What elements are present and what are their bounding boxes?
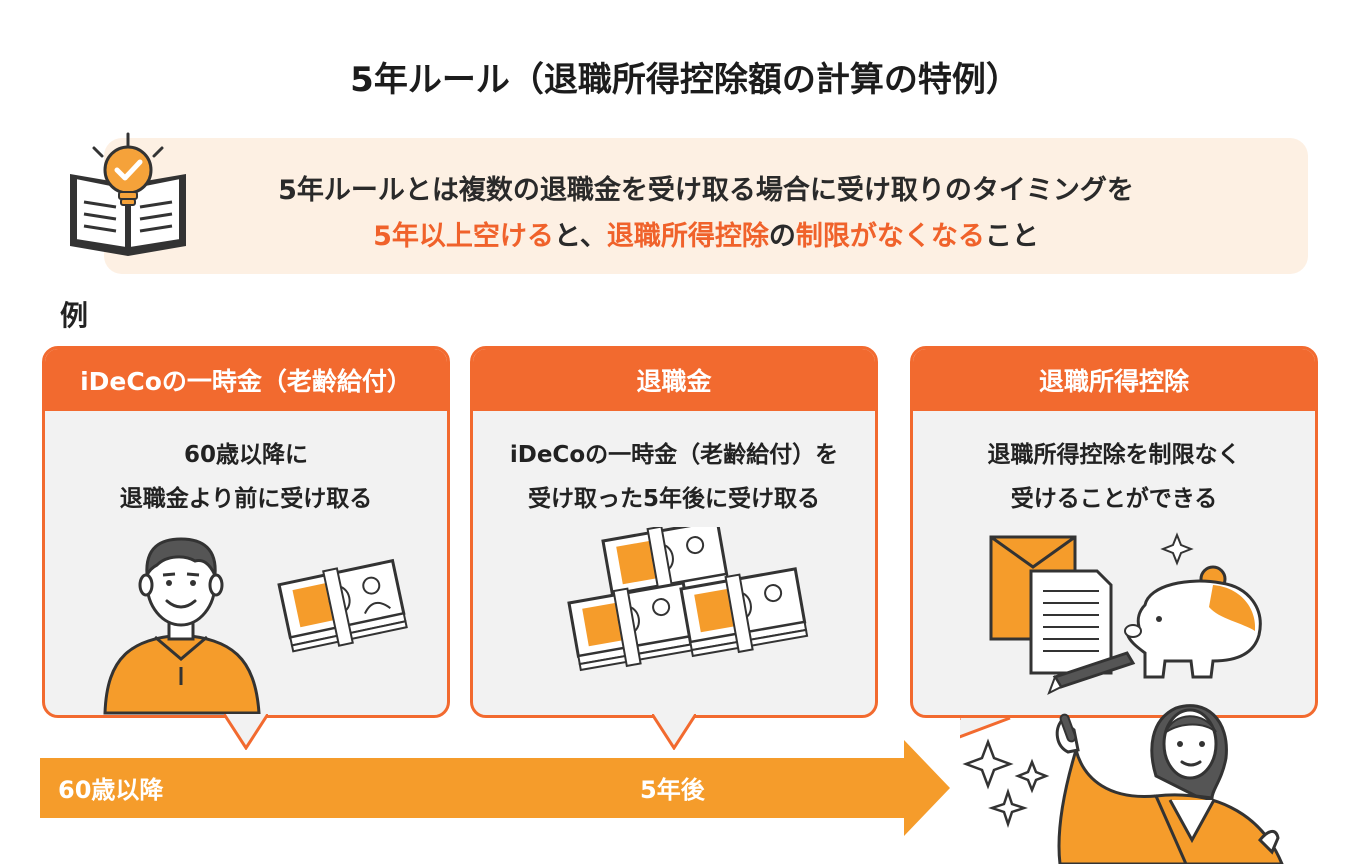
card-tail xyxy=(224,714,268,750)
card-heading: 退職金 xyxy=(473,349,875,411)
book-lightbulb-icon xyxy=(70,132,186,256)
money-stacks-illustration xyxy=(567,527,809,672)
intro-text-no: の xyxy=(768,221,796,252)
card-text-line2: 退職金より前に受け取る xyxy=(119,486,373,512)
example-label: 例 xyxy=(60,299,89,332)
card-text-line1: 60歳以降に xyxy=(183,442,308,468)
card-text-line1: iDeCoの一時金（老齢給付）を xyxy=(509,442,839,468)
card-heading: iDeCoの一時金（老齢給付） xyxy=(45,349,447,411)
card-tail xyxy=(652,714,696,750)
timeline-arrowhead xyxy=(904,740,950,836)
card-description: iDeCoの一時金（老齢給付）を 受け取った5年後に受け取る xyxy=(473,433,875,521)
card-text-line1: 退職所得控除を制限なく xyxy=(987,442,1241,468)
intro-text-koto: こと xyxy=(984,221,1039,252)
card-retirement-allowance: 退職金 iDeCoの一時金（老齢給付）を 受け取った5年後に受け取る xyxy=(470,346,878,718)
timeline-label-start: 60歳以降 xyxy=(58,776,164,804)
card-description: 退職所得控除を制限なく 受けることができる xyxy=(913,433,1315,521)
intro-highlight-deduction: 退職所得控除 xyxy=(606,221,769,252)
card-heading: 退職所得控除 xyxy=(913,349,1315,411)
timeline-bar xyxy=(40,758,906,818)
intro-box xyxy=(104,138,1308,274)
timeline-label-5years: 5年後 xyxy=(640,776,705,804)
intro-line-1: 5年ルールとは複数の退職金を受け取る場合に受け取りのタイミングを xyxy=(278,175,1134,206)
page-title: 5年ルール（退職所得控除額の計算の特例） xyxy=(350,60,1020,100)
card-retirement-deduction: 退職所得控除 退職所得控除を制限なく 受けることができる xyxy=(910,346,1318,718)
card-ideco-lump-sum: iDeCoの一時金（老齢給付） 60歳以降に 退職金より前に受け取る xyxy=(42,346,450,718)
card-text-line2: 受け取った5年後に受け取る xyxy=(527,486,820,512)
intro-line-2: 5年以上空けると、退職所得控除の制限がなくなること xyxy=(104,214,1308,253)
intro-highlight-5year: 5年以上空ける xyxy=(373,221,554,252)
intro-highlight-no-limit: 制限がなくなる xyxy=(795,221,985,252)
card-description: 60歳以降に 退職金より前に受け取る xyxy=(45,433,447,521)
card-text-line2: 受けることができる xyxy=(1010,486,1218,512)
documents-piggybank-illustration xyxy=(989,532,1262,696)
intro-text-to: と、 xyxy=(553,221,607,252)
woman-presenter-illustration xyxy=(960,704,1284,864)
senior-man-with-money-illustration xyxy=(103,537,408,715)
